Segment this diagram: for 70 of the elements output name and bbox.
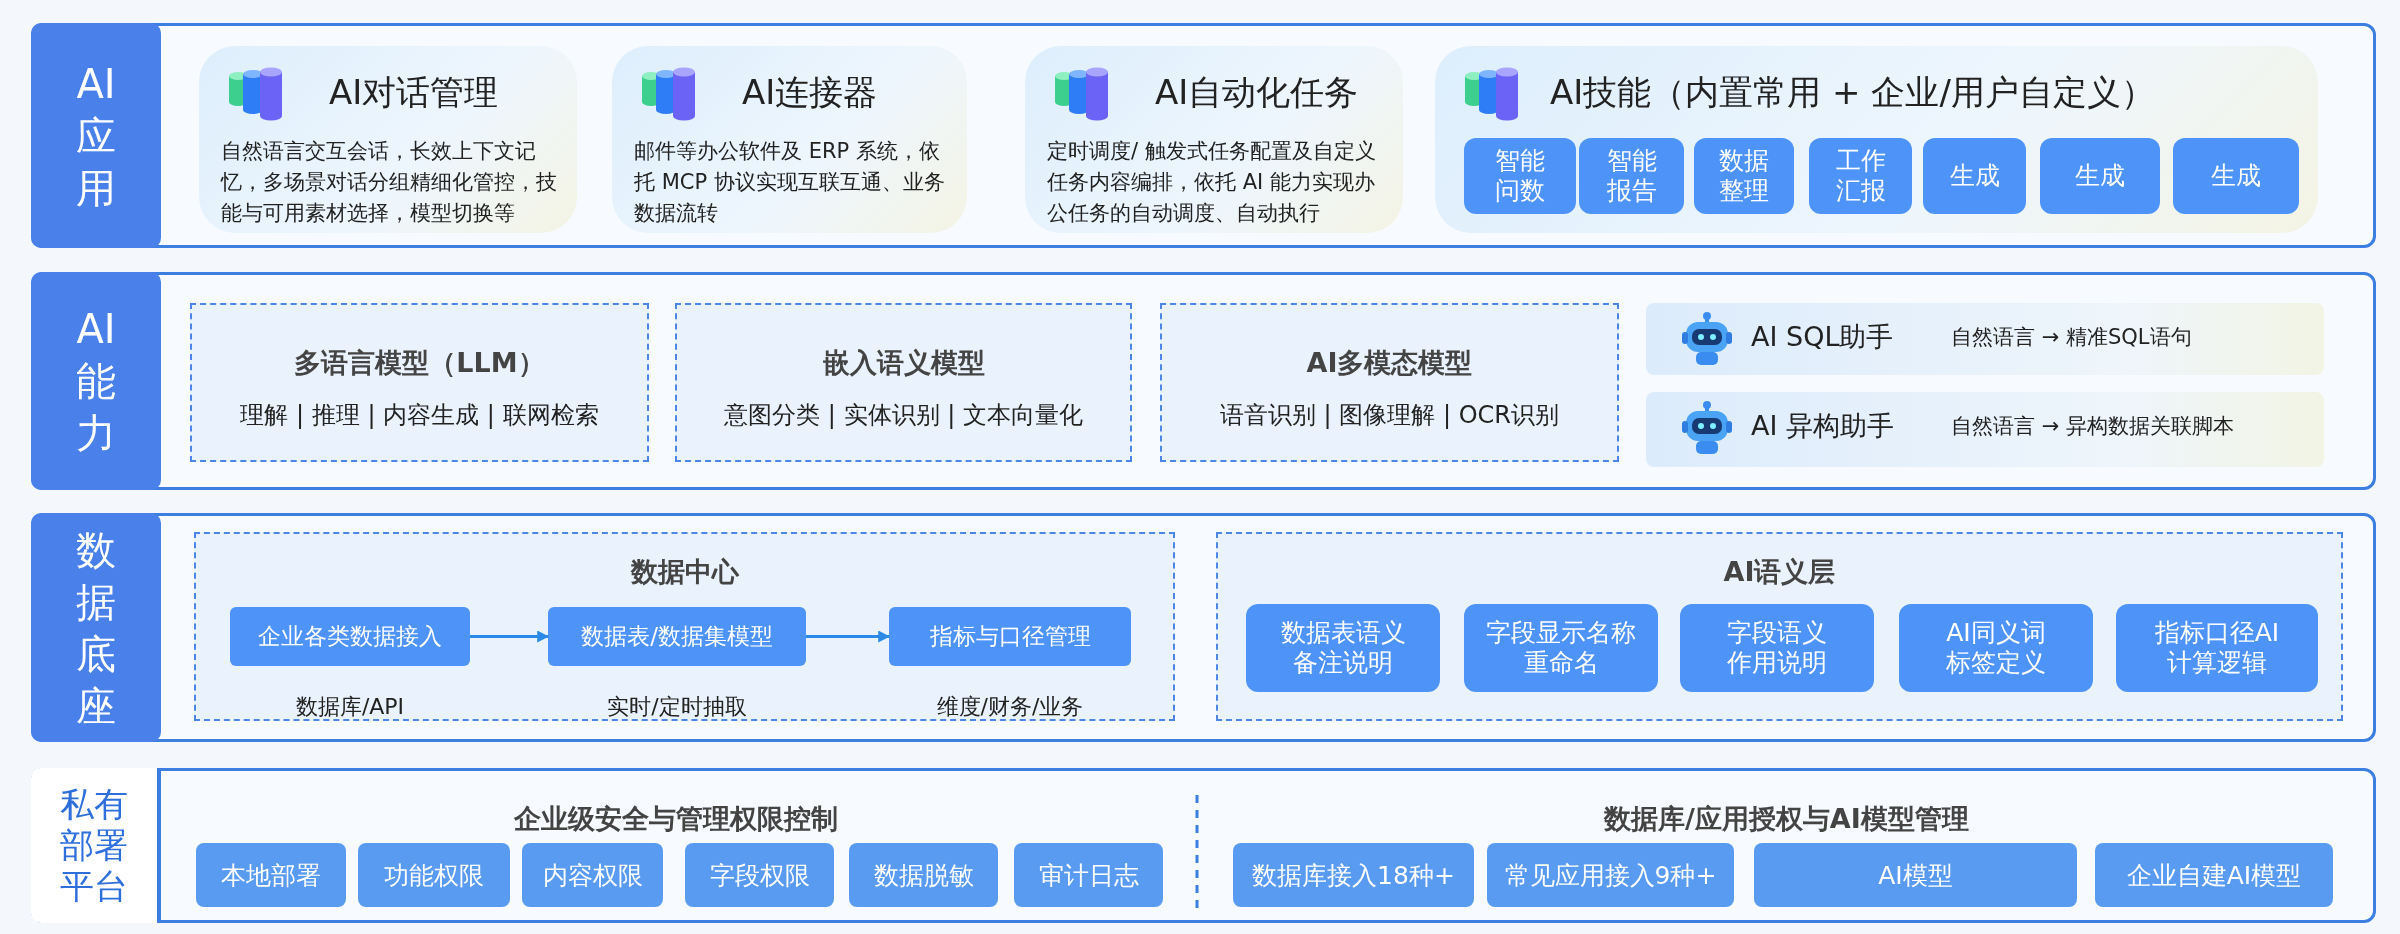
model-tags: 意图分类 | 实体识别 | 文本向量化 [677, 399, 1130, 431]
process-box: 指标与口径管理 [889, 607, 1131, 666]
caption-text: 实时/定时抽取 [606, 693, 748, 721]
feature-chip: 字段权限 [685, 843, 834, 907]
assistant-bar [1646, 392, 2324, 467]
skill-chip: 工作汇报 [1809, 138, 1912, 214]
process-box: 数据表/数据集模型 [548, 607, 806, 666]
caption-text: 数据库/API [294, 693, 406, 721]
layer-label: AI应用 [31, 23, 161, 248]
feature-chip: 内容权限 [522, 843, 663, 907]
model-tags: 语音识别 | 图像理解 | OCR识别 [1162, 399, 1617, 431]
skill-chip: 数据表语义备注说明 [1246, 604, 1440, 692]
layer-panel [31, 768, 2376, 923]
layer-label: 私有部署平台 [31, 768, 161, 923]
card-title: AI对话管理 [329, 71, 499, 114]
feature-card [199, 46, 577, 233]
model-box [190, 303, 649, 462]
layer-panel [31, 23, 2376, 248]
feature-chip: 审计日志 [1014, 843, 1163, 907]
model-box [1160, 303, 1619, 462]
model-title: 多语言模型（LLM） [293, 346, 546, 380]
skill-chip: 生成 [2040, 138, 2160, 214]
card-title: AI连接器 [742, 71, 878, 114]
assistant-bar [1646, 303, 2324, 375]
model-title: 嵌入语义模型 [821, 346, 986, 380]
skill-chip: 数据整理 [1694, 138, 1794, 214]
module-title: AI语义层 [1722, 555, 1837, 589]
card-title: AI自动化任务 [1155, 71, 1359, 114]
layer-label: 数据底座 [31, 513, 161, 742]
skill-chip: 字段显示名称重命名 [1464, 604, 1658, 692]
card-text: 自然语言交互会话，长效上下文记忆，多场景对话分组精细化管控，技能与可用素材选择，模型切换等 [221, 138, 558, 227]
feature-chip: 功能权限 [358, 843, 510, 907]
skill-chip: 生成 [2173, 138, 2299, 214]
skill-chip: 指标口径AI计算逻辑 [2116, 604, 2318, 692]
feature-card [612, 46, 967, 233]
section-heading: 企业级安全与管理权限控制 [514, 802, 838, 836]
layer-panel [31, 513, 2376, 742]
card-title: AI技能（内置常用 + 企业/用户自定义） [1550, 71, 2155, 114]
card-text: 邮件等办公软件及 ERP 系统，依托 MCP 协议实现互联互通、业务数据流转 [634, 138, 946, 227]
skill-chip: AI同义词标签定义 [1899, 604, 2093, 692]
assistant-text: 自然语言 → 异构数据关联脚本 [1951, 413, 2234, 440]
skill-chip: 智能问数 [1464, 138, 1576, 214]
module-box [1216, 532, 2343, 721]
feature-chip: 企业自建AI模型 [2095, 843, 2333, 907]
arrow [806, 630, 891, 643]
module-box [194, 532, 1175, 721]
arrow [470, 630, 550, 643]
assistant-text: 自然语言 → 精准SQL语句 [1951, 324, 2192, 351]
feature-chip: 数据脱敏 [849, 843, 998, 907]
feature-card [1435, 46, 2318, 233]
section-heading: 数据库/应用授权与AI模型管理 [1604, 802, 1969, 836]
layer-label: AI能力 [31, 272, 161, 490]
caption-text: 维度/财务/业务 [935, 693, 1085, 721]
model-box [675, 303, 1132, 462]
feature-chip: 数据库接入18种+ [1233, 843, 1474, 907]
skill-chip: 智能报告 [1579, 138, 1684, 214]
model-tags: 理解 | 推理 | 内容生成 | 联网检索 [192, 399, 647, 431]
feature-card [1025, 46, 1403, 233]
assistant-name: AI SQL助手 [1751, 320, 1894, 354]
feature-chip: 常见应用接入9种+ [1487, 843, 1734, 907]
module-title: 数据中心 [629, 555, 740, 589]
card-text: 定时调度/ 触发式任务配置及自定义任务内容编排，依托 AI 能力实现办公任务的自动调度、自动执行 [1047, 138, 1377, 227]
skill-chip: 生成 [1923, 138, 2026, 214]
model-title: AI多模态模型 [1305, 346, 1474, 380]
assistant-name: AI 异构助手 [1751, 409, 1894, 443]
process-box: 企业各类数据接入 [230, 607, 470, 666]
feature-chip: 本地部署 [196, 843, 346, 907]
layer-panel [31, 272, 2376, 490]
feature-chip: AI模型 [1754, 843, 2077, 907]
skill-chip: 字段语义作用说明 [1680, 604, 1874, 692]
